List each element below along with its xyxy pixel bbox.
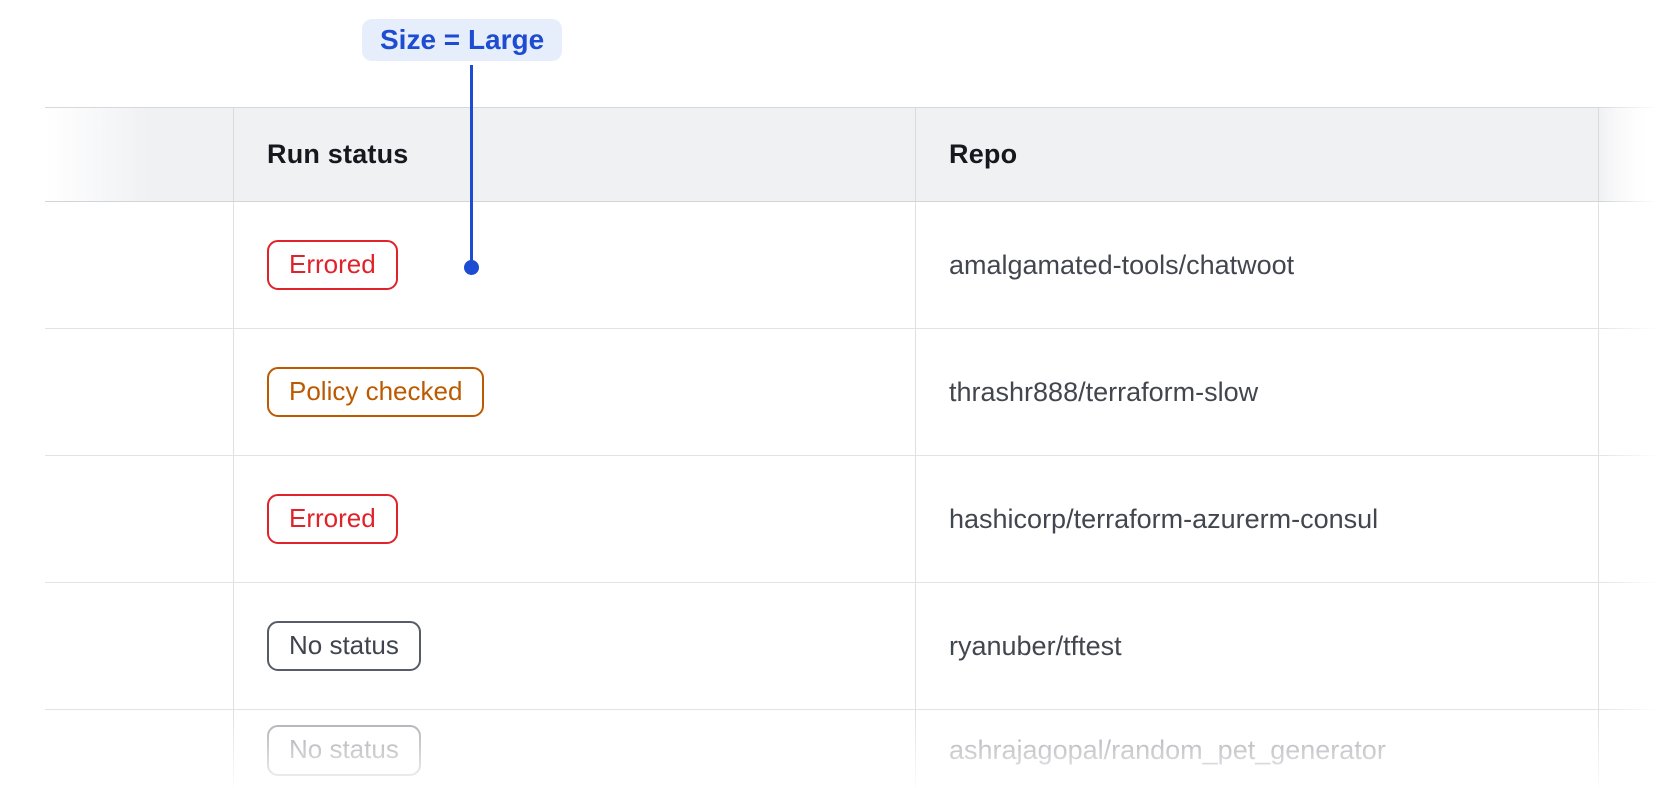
repo-name: ryanuber/tftest (949, 630, 1122, 661)
status-badge: Errored (267, 239, 398, 291)
row-leading-cell (45, 456, 233, 582)
repo-cell: hashicorp/terraform-azurerm-consul (915, 456, 1599, 582)
table-header-run-status: Run status (233, 108, 915, 201)
repo-name: thrashr888/terraform-slow (949, 376, 1259, 407)
table-header-ghost (1599, 108, 1672, 201)
table-header-empty (45, 108, 233, 201)
row-leading-cell (45, 329, 233, 455)
row-leading-cell (45, 583, 233, 709)
table-row[interactable]: Errored amalgamated-tools/chatwoot (45, 202, 1672, 329)
status-badge: Errored (267, 493, 398, 545)
run-status-column-label: Run status (267, 139, 409, 169)
status-badge: No status (267, 620, 421, 672)
repo-cell: ryanuber/tftest (915, 583, 1599, 709)
repo-cell: thrashr888/terraform-slow (915, 329, 1599, 455)
table-header-row: Run status Repo (45, 107, 1672, 202)
table-row[interactable]: Errored hashicorp/terraform-azurerm-cons… (45, 456, 1672, 583)
status-badge: No status (267, 725, 421, 776)
repo-name: hashicorp/terraform-azurerm-consul (949, 503, 1379, 534)
repo-cell: amalgamated-tools/chatwoot (915, 202, 1599, 328)
row-leading-cell (45, 202, 233, 328)
table-row[interactable]: Policy checked thrashr888/terraform-slow (45, 329, 1672, 456)
row-leading-cell (45, 710, 233, 788)
status-badge: Policy checked (267, 366, 485, 418)
repo-cell: ashrajagopal/random_pet_generator (915, 710, 1599, 788)
table-row[interactable]: No status ashrajagopal/random_pet_genera… (45, 710, 1672, 788)
repo-column-label: Repo (949, 139, 1018, 169)
size-annotation-pill: Size = Large (362, 19, 563, 61)
runs-table: Run status Repo Errored amalgamated-tool… (45, 107, 1672, 788)
run-status-cell: Errored (233, 456, 915, 582)
repo-name: ashrajagopal/random_pet_generator (949, 735, 1386, 765)
run-status-cell: Errored (233, 202, 915, 328)
table-row[interactable]: No status ryanuber/tftest (45, 583, 1672, 710)
table-header-repo: Repo (915, 108, 1599, 201)
run-status-cell: No status (233, 710, 915, 788)
run-status-cell: Policy checked (233, 329, 915, 455)
run-status-cell: No status (233, 583, 915, 709)
repo-name: amalgamated-tools/chatwoot (949, 249, 1295, 280)
